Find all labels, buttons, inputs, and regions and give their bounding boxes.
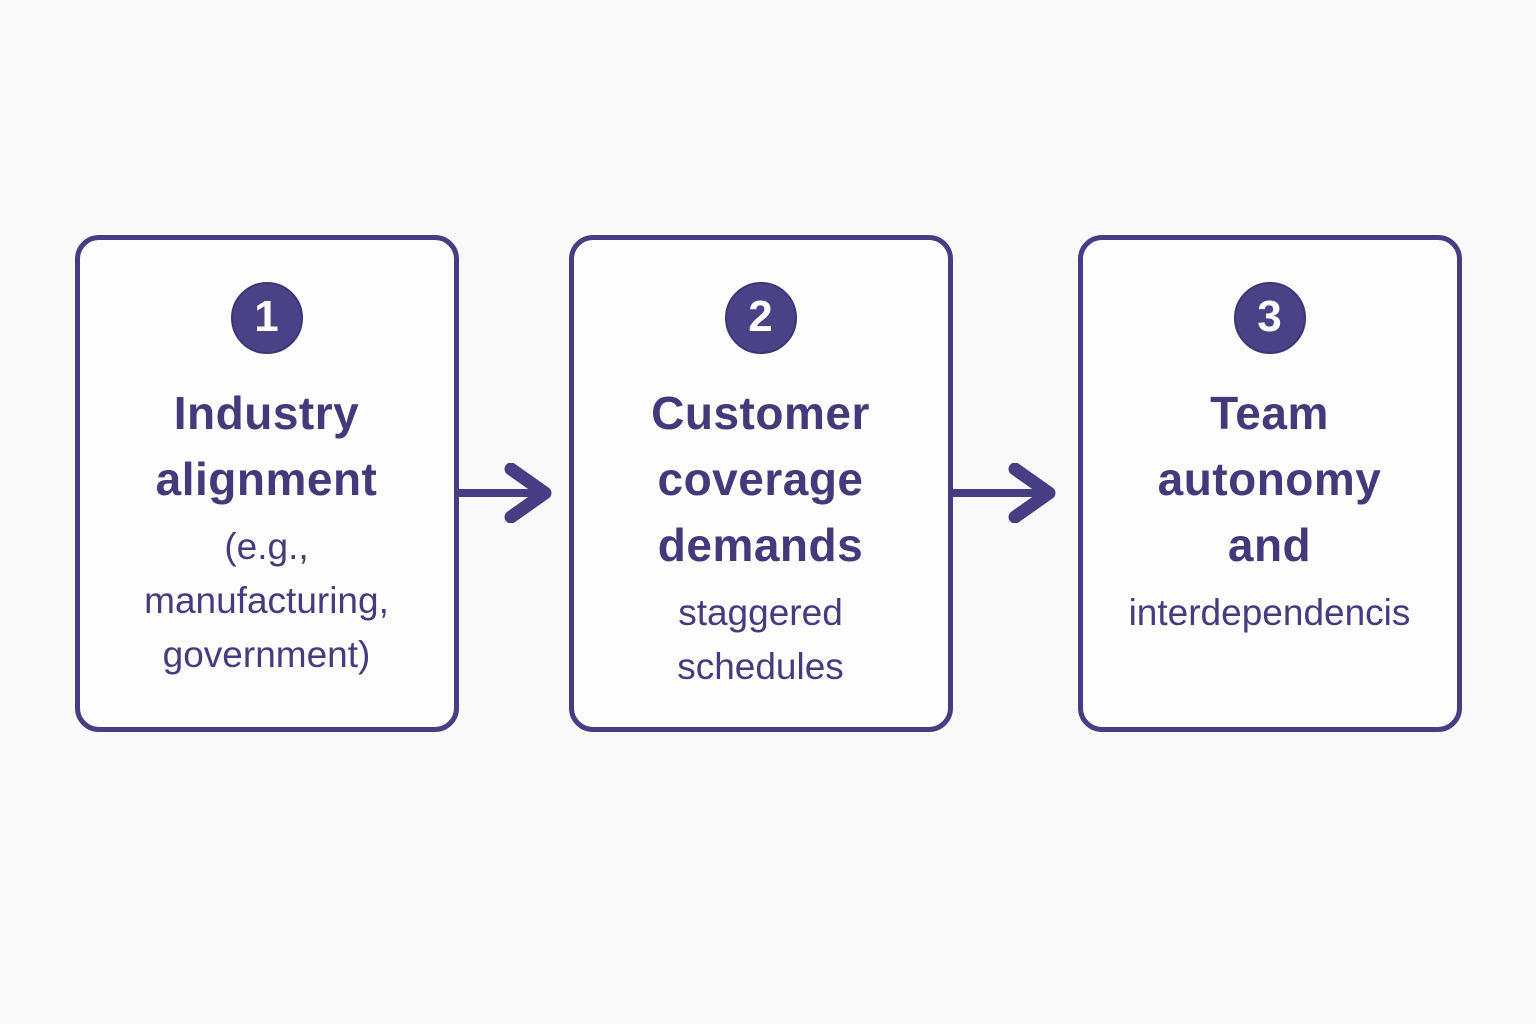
step-number-badge: 2 [724, 282, 797, 354]
step-number: 3 [1257, 291, 1282, 341]
arrow-right-icon [952, 463, 1055, 523]
step-subtitle: (e.g., manufacturing, government) [144, 526, 389, 675]
step-title: Industry alignment [155, 387, 378, 505]
step-number: 1 [254, 291, 279, 341]
step-number-badge: 1 [230, 282, 303, 354]
step-subtitle: interdependencis [1128, 592, 1411, 633]
step-card-2: 2 Customer coverage demands staggered sc… [568, 235, 953, 732]
step-number: 2 [748, 291, 773, 341]
step-card-3: 3 Team autonomy and interdependencis [1077, 235, 1462, 732]
step-number-badge: 3 [1233, 282, 1306, 354]
arrow-gap [952, 235, 1078, 732]
step-subtitle: staggered schedules [677, 592, 844, 687]
step-title: Team autonomy and [1157, 387, 1382, 571]
step-card-1: 1 Industry alignment (e.g., manufacturin… [74, 235, 459, 732]
arrow-gap [458, 235, 569, 732]
arrow-right-icon [458, 463, 551, 523]
step-title: Customer coverage demands [651, 387, 870, 571]
